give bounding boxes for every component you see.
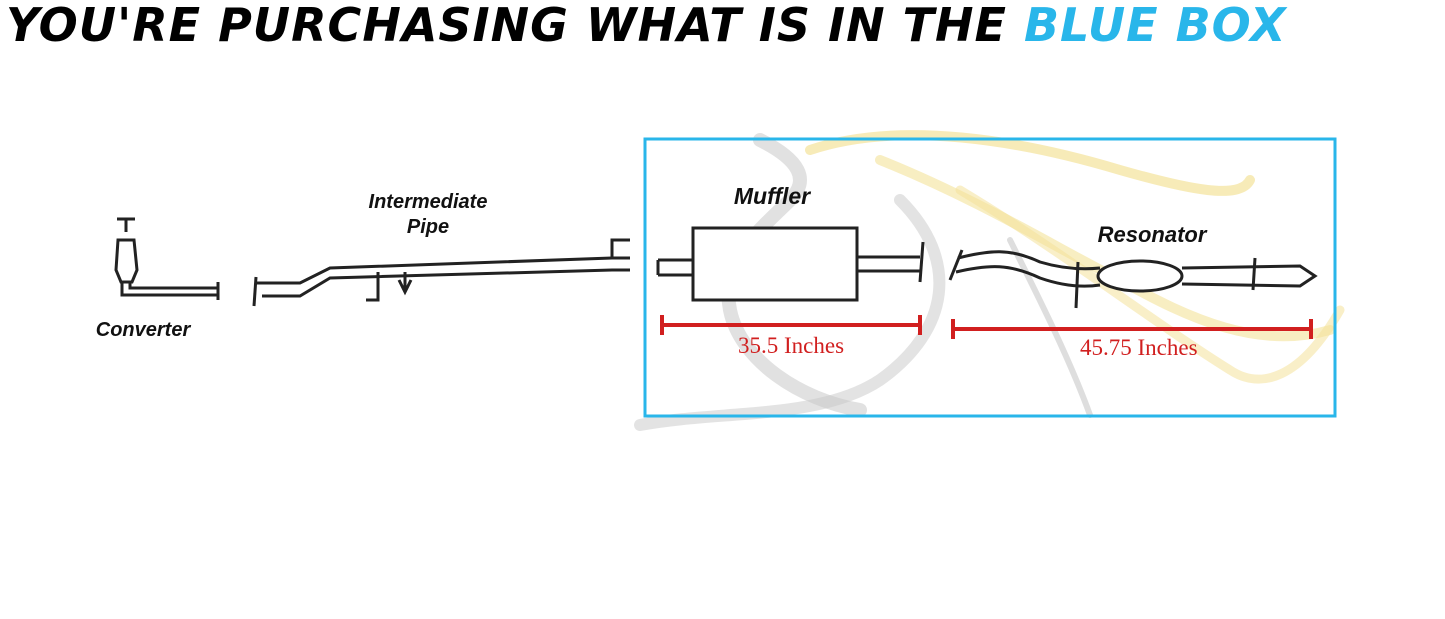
- muffler-measure-bar: [660, 315, 922, 335]
- headline-highlight: BLUE BOX: [1023, 0, 1287, 52]
- intermediate-pipe-label-line1: Intermediate: [368, 191, 488, 213]
- resonator-diagram: [948, 249, 1318, 309]
- headline: YOU'RE PURCHASING WHAT IS IN THE BLUE BO…: [6, 0, 1441, 50]
- resonator-label: Resonator: [1097, 222, 1207, 247]
- intermediate-pipe-label-line2: Pipe: [406, 216, 450, 238]
- muffler-diagram: [656, 226, 925, 302]
- headline-text: YOU'RE PURCHASING WHAT IS IN THE: [6, 0, 1007, 52]
- resonator-measure-bar: [951, 319, 1313, 339]
- intermediate-pipe-diagram: [252, 238, 630, 307]
- blue-box: [643, 137, 1337, 418]
- converter-diagram: [114, 217, 220, 300]
- resonator-length-text: 45.75 Inches: [1080, 335, 1198, 360]
- muffler-length-text: 35.5 Inches: [738, 333, 845, 358]
- muffler-label: Muffler: [733, 183, 811, 209]
- converter-label: Converter: [95, 319, 191, 341]
- intermediate-pipe-label: Intermediate Pipe: [348, 190, 508, 240]
